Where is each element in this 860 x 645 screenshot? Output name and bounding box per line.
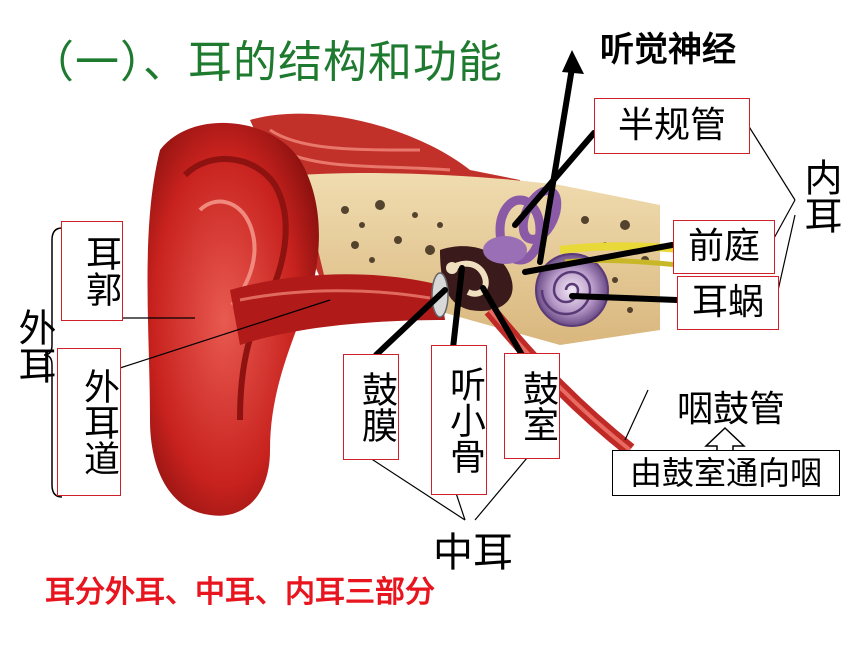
label-outer-ear: 外耳 — [12, 308, 56, 384]
label-tympanic-cavity: 鼓室 — [504, 353, 560, 459]
label-ossicles: 听小骨 — [431, 345, 487, 495]
ossicles-shape — [448, 260, 489, 297]
label-eustachian-tube: 咽鼓管 — [677, 389, 786, 430]
label-auricle: 耳郭 — [61, 221, 123, 321]
label-ear-canal: 外耳道 — [57, 348, 121, 496]
cochlea-shape — [535, 253, 609, 327]
pointer-tympanic — [480, 285, 525, 358]
outer-ear-brace — [43, 227, 63, 498]
pointer-nerve — [537, 65, 575, 265]
label-cochlea: 耳蜗 — [677, 276, 779, 330]
label-semicircular-canals: 半规管 — [594, 98, 750, 154]
label-middle-ear: 中耳 — [433, 530, 513, 576]
pointer-vestibule — [522, 242, 675, 275]
pointer-eardrum — [373, 287, 448, 358]
label-inner-ear: 内耳 — [798, 158, 842, 234]
label-eardrum: 鼓膜 — [343, 354, 399, 460]
pointer-ossicles — [450, 265, 465, 351]
label-auditory-nerve: 听觉神经 — [600, 30, 736, 70]
nerve-arrowhead — [562, 50, 584, 74]
label-vestibule: 前庭 — [673, 220, 775, 274]
eustachian-note: 由鼓室通向咽 — [612, 450, 840, 496]
pointer-semicircular — [512, 130, 597, 228]
summary-text: 耳分外耳、中耳、内耳三部分 — [45, 575, 435, 610]
pointer-cochlea — [569, 293, 680, 303]
auricle-shape — [147, 122, 319, 516]
ear-canal-shape — [230, 274, 445, 345]
page-title: （一）、耳的结构和功能 — [30, 37, 503, 88]
